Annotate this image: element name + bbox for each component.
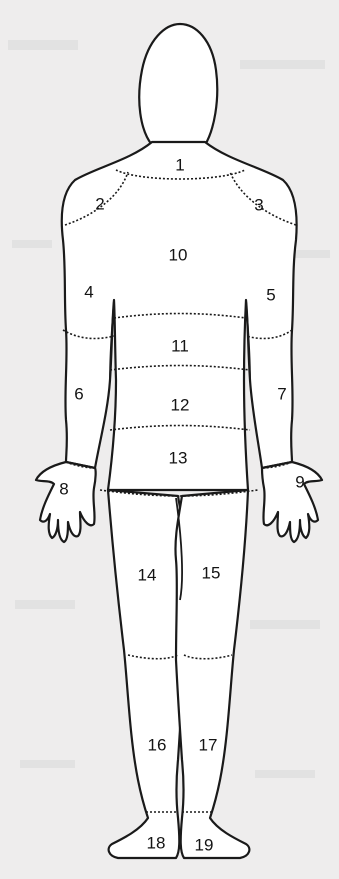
region-label-18[interactable]: 18: [147, 835, 166, 852]
region-label-1[interactable]: 1: [175, 157, 184, 174]
region-label-14[interactable]: 14: [138, 567, 157, 584]
region-label-11[interactable]: 11: [171, 338, 189, 355]
region-label-10[interactable]: 10: [169, 247, 188, 264]
region-label-12[interactable]: 12: [171, 397, 190, 414]
region-label-13[interactable]: 13: [169, 450, 188, 467]
region-label-9[interactable]: 9: [295, 474, 304, 491]
region-label-3[interactable]: 3: [254, 197, 263, 214]
region-label-15[interactable]: 15: [202, 565, 221, 582]
region-label-5[interactable]: 5: [266, 287, 275, 304]
region-label-7[interactable]: 7: [277, 386, 286, 403]
region-label-17[interactable]: 17: [199, 737, 218, 754]
region-label-4[interactable]: 4: [84, 284, 93, 301]
region-label-19[interactable]: 19: [195, 837, 214, 854]
body-outline: [36, 24, 322, 858]
region-label-16[interactable]: 16: [148, 737, 167, 754]
region-label-8[interactable]: 8: [59, 481, 68, 498]
region-label-6[interactable]: 6: [74, 386, 83, 403]
region-label-2[interactable]: 2: [95, 196, 104, 213]
